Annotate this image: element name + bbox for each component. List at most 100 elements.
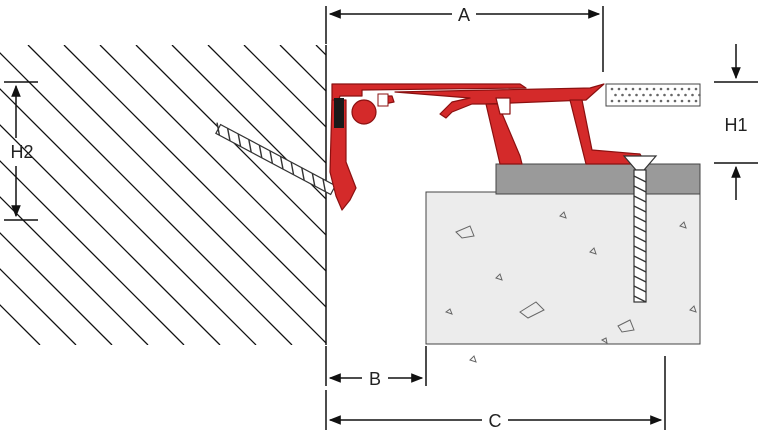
thread-turn [322, 178, 327, 192]
thread-turn [633, 255, 647, 263]
thread-turn [237, 133, 242, 147]
thread-turn [290, 161, 295, 175]
covering-dot [635, 93, 638, 97]
thread-turn [633, 205, 647, 213]
covering-dot [698, 93, 701, 97]
profile-clip [377, 93, 389, 107]
wall-screw-thread [216, 122, 327, 192]
covering-dot [617, 99, 621, 103]
dimension-b: B [325, 346, 427, 389]
hatch-line [27, 45, 326, 345]
rubber-insert [334, 98, 344, 128]
covering-dot [663, 93, 666, 97]
covering-dot [694, 99, 698, 103]
hatch-line [63, 45, 326, 345]
thread-turn [269, 150, 274, 164]
covering-dot [694, 87, 698, 91]
covering-dot [638, 99, 642, 103]
profile-hinge [351, 99, 377, 125]
covering-dot [624, 87, 628, 91]
thread-turn [633, 175, 647, 183]
covering-dot [673, 87, 677, 91]
screed-layer [495, 163, 701, 195]
covering-dot [610, 99, 614, 103]
wall-screw [215, 122, 337, 196]
covering-dot [614, 93, 617, 97]
covering-dot [680, 99, 684, 103]
wall-hatch-lines [0, 45, 326, 345]
floor-covering-dots [610, 87, 701, 103]
covering-dot [666, 87, 670, 91]
covering-dot [659, 99, 663, 103]
covering-dot [631, 99, 635, 103]
covering-dot [642, 93, 645, 97]
covering-dot [638, 87, 642, 91]
covering-dot [610, 87, 614, 91]
thread-turn [633, 225, 647, 233]
concrete-base [425, 191, 701, 345]
thread-turn [633, 215, 647, 223]
covering-dot [645, 99, 649, 103]
covering-dot [652, 99, 656, 103]
thread-turn [216, 122, 221, 136]
covering-dot [659, 87, 663, 91]
covering-dot [621, 93, 624, 97]
covering-dot [645, 87, 649, 91]
hatch-line [171, 45, 326, 345]
hatch-line [0, 45, 257, 345]
floor-screw-thread [633, 175, 647, 303]
covering-dot [628, 93, 631, 97]
covering-dot [631, 87, 635, 91]
covering-dot [687, 99, 691, 103]
dimension-c: C [325, 356, 666, 431]
dimension-c-label: C [489, 411, 502, 431]
covering-dot [684, 93, 687, 97]
hatch-line [207, 45, 326, 345]
covering-dot [649, 93, 652, 97]
thread-turn [633, 265, 647, 273]
hatch-line [0, 45, 77, 345]
covering-dot [677, 93, 680, 97]
thread-turn [301, 167, 305, 181]
thread-turn [226, 128, 231, 142]
floor-screw [622, 155, 658, 303]
hatch-line [0, 45, 185, 345]
covering-dot [680, 87, 684, 91]
thread-turn [248, 139, 252, 153]
thread-turn [311, 173, 316, 187]
thread-turn [633, 185, 647, 193]
dimension-h2-label: H2 [10, 142, 33, 162]
hatch-line [99, 45, 326, 345]
hatch-line [0, 45, 113, 345]
thread-turn [633, 235, 647, 243]
dimension-h1: H1 [714, 44, 758, 200]
hatch-line [0, 45, 149, 345]
hatch-line [243, 45, 326, 345]
thread-turn [633, 285, 647, 293]
covering-dot [652, 87, 656, 91]
covering-dot [656, 93, 659, 97]
floor-covering [605, 83, 701, 107]
covering-dot [617, 87, 621, 91]
covering-dot [691, 93, 694, 97]
hatched-wall [0, 45, 326, 345]
dimension-a: A [325, 5, 604, 72]
concrete-aggregate [444, 211, 697, 363]
covering-dot [670, 93, 673, 97]
hatch-line [135, 45, 326, 345]
hatch-line [0, 45, 221, 345]
thread-turn [633, 245, 647, 253]
hatch-line [0, 45, 293, 345]
covering-dot [687, 87, 691, 91]
thread-turn [633, 275, 647, 283]
dimension-h2: H2 [4, 81, 38, 221]
dimension-a-label: A [458, 5, 470, 25]
thread-turn [633, 195, 647, 203]
covering-dot [624, 99, 628, 103]
thread-turn [258, 145, 263, 158]
covering-dot [673, 99, 677, 103]
thread-turn [279, 156, 284, 170]
covering-dot [666, 99, 670, 103]
